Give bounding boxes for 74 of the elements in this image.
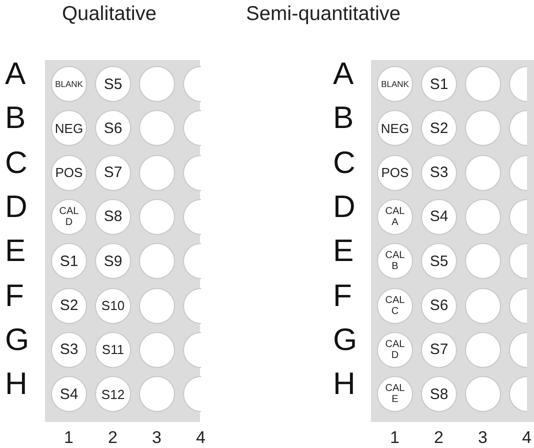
well-circle: CAL B — [377, 243, 413, 280]
well-circle: CAL D — [51, 198, 87, 235]
well-circle — [139, 154, 175, 191]
well-circle: CAL D — [377, 332, 413, 368]
well-circle: S2 — [421, 110, 457, 146]
well-circle: S6 — [421, 288, 457, 324]
row-letter: E — [5, 235, 26, 266]
well-circle: S3 — [51, 332, 87, 368]
column-number: 3 — [478, 428, 488, 448]
well-circle — [139, 243, 175, 280]
well-circle: POS — [51, 154, 87, 191]
well-circle — [139, 332, 175, 368]
column-number: 4 — [522, 428, 532, 448]
well-circle: S3 — [421, 154, 457, 191]
well-circle: CAL E — [377, 376, 413, 412]
well-circle: S8 — [421, 376, 457, 412]
well-circle — [465, 198, 501, 235]
column-number: 1 — [390, 428, 400, 448]
well-circle: S1 — [421, 66, 457, 102]
row-letter: A — [5, 58, 26, 89]
column-number: 3 — [152, 428, 162, 448]
well-circle: S1 — [51, 243, 87, 280]
well-circle — [139, 110, 175, 146]
well-circle — [139, 288, 175, 324]
well-circle — [465, 332, 501, 368]
well-circle: S4 — [421, 198, 457, 235]
column-number: 4 — [196, 428, 206, 448]
row-letter: H — [5, 368, 28, 400]
row-letter: D — [333, 190, 356, 222]
well-circle: S10 — [95, 288, 131, 324]
row-letter: D — [5, 190, 28, 222]
well-circle: S7 — [421, 332, 457, 368]
row-letter: G — [5, 324, 30, 355]
row-letter: C — [333, 146, 356, 178]
well-circle — [139, 66, 175, 102]
plate-title: Qualitative — [62, 3, 156, 26]
well-circle: CAL C — [377, 288, 413, 324]
well-circle — [465, 110, 501, 146]
well-circle: S5 — [421, 243, 457, 280]
row-letter: E — [333, 235, 354, 266]
well-circle: POS — [377, 154, 413, 191]
row-letter: C — [5, 146, 28, 178]
well-circle — [139, 198, 175, 235]
row-letter: H — [333, 368, 356, 400]
well-circle: S12 — [95, 376, 131, 412]
well-circle: CAL A — [377, 198, 413, 235]
well-circle — [139, 376, 175, 412]
well-circle: S5 — [95, 66, 131, 102]
row-letter: F — [333, 280, 352, 310]
well-circle: S11 — [95, 332, 131, 368]
column-number: 2 — [108, 428, 118, 448]
row-letter: B — [333, 102, 354, 134]
well-circle: S2 — [51, 288, 87, 324]
well-circle: S9 — [95, 243, 131, 280]
well-circle: NEG — [51, 110, 87, 146]
well-circle: S7 — [95, 154, 131, 191]
row-letter: B — [5, 102, 26, 134]
well-circle: NEG — [377, 110, 413, 146]
well-circle: BLANK — [51, 66, 87, 102]
well-circle — [465, 66, 501, 102]
column-number: 2 — [434, 428, 444, 448]
row-letter: A — [333, 58, 354, 89]
well-circle — [465, 243, 501, 280]
plate-title: Semi-quantitative — [246, 3, 401, 26]
well-circle: S4 — [51, 376, 87, 412]
well-circle — [465, 376, 501, 412]
row-letter: G — [333, 324, 358, 355]
well-circle: BLANK — [377, 66, 413, 102]
well-circle: S8 — [95, 198, 131, 235]
well-circle: S6 — [95, 110, 131, 146]
well-circle — [465, 288, 501, 324]
well-circle — [465, 154, 501, 191]
row-letter: F — [5, 280, 24, 310]
column-number: 1 — [64, 428, 74, 448]
